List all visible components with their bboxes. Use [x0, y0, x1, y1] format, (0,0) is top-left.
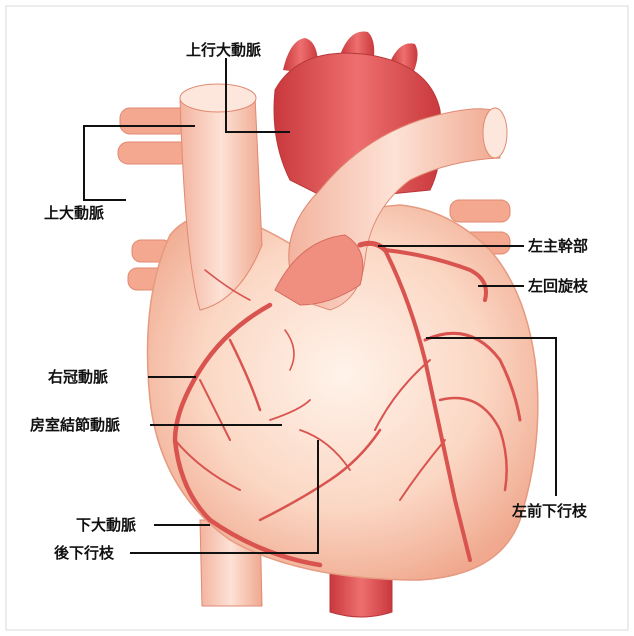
label-right-coronary: 右冠動脈	[48, 368, 108, 386]
label-superior-vena-cava: 上大動脈	[44, 204, 104, 222]
svc-opening	[180, 84, 256, 112]
pulmonary-opening	[483, 108, 507, 158]
label-left-main-trunk: 左主幹部	[527, 237, 588, 255]
label-posterior-descending: 後下行枝	[53, 544, 115, 562]
label-inferior-vena-cava: 下大動脈	[76, 516, 136, 534]
label-ascending-aorta: 上行大動脈	[186, 41, 261, 59]
label-left-circumflex: 左回旋枝	[527, 277, 589, 295]
label-av-node-artery: 房室結節動脈	[30, 416, 120, 434]
label-lad: 左前下行枝	[511, 502, 588, 520]
